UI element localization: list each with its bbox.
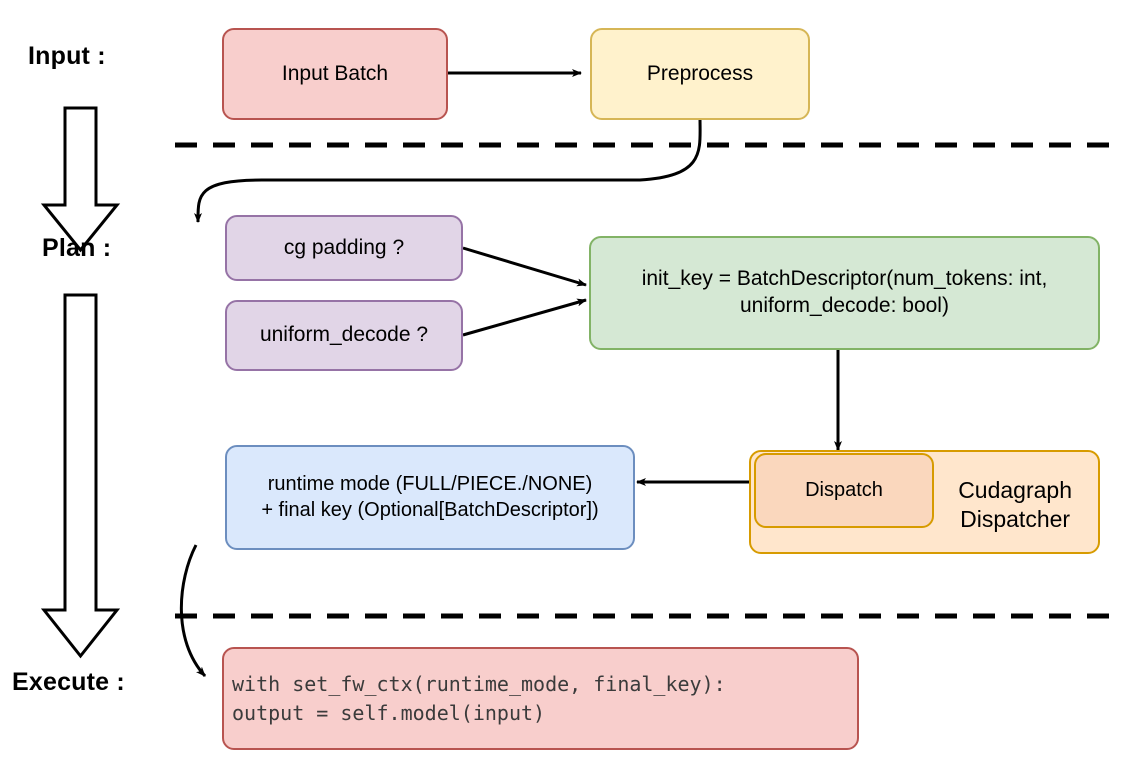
node-runtime-mode-label: runtime mode (FULL/PIECE./NONE) + final … xyxy=(261,472,599,521)
node-input-batch[interactable]: Input Batch xyxy=(222,28,448,120)
node-init-key-label: init_key = BatchDescriptor(num_tokens: i… xyxy=(641,267,1048,317)
stage-label-input: Input : xyxy=(28,42,106,70)
edge-uniform-decode-to-init-key xyxy=(462,298,587,337)
plan-to-execute-arrow xyxy=(40,293,121,659)
edge-cg-padding-to-init-key xyxy=(462,246,587,287)
edge-preprocess-to-cg-padding xyxy=(193,117,702,223)
node-uniform-decode[interactable]: uniform_decode ? xyxy=(225,300,463,371)
node-cudagraph-dispatcher-label: Cudagraph Dispatcher xyxy=(958,477,1072,533)
node-dispatch[interactable]: Dispatch xyxy=(754,453,934,528)
node-dispatch-label: Dispatch xyxy=(805,478,883,501)
stage-label-execute: Execute : xyxy=(12,668,125,696)
node-runtime-mode[interactable]: runtime mode (FULL/PIECE./NONE) + final … xyxy=(225,445,635,550)
node-uniform-decode-label: uniform_decode ? xyxy=(259,323,429,347)
edge-runtime-mode-to-execute-code xyxy=(179,544,207,678)
node-execute-code[interactable]: with set_fw_ctx(runtime_mode, final_key)… xyxy=(222,647,859,750)
input-to-plan-arrow xyxy=(40,106,121,253)
node-preprocess-label: Preprocess xyxy=(646,61,754,85)
stage-label-plan: Plan : xyxy=(42,234,112,262)
node-input-batch-label: Input Batch xyxy=(281,61,389,85)
node-preprocess[interactable]: Preprocess xyxy=(590,28,810,120)
node-cg-padding-label: cg padding ? xyxy=(283,235,405,259)
node-execute-code-label: with set_fw_ctx(runtime_mode, final_key)… xyxy=(232,671,726,725)
node-init-key[interactable]: init_key = BatchDescriptor(num_tokens: i… xyxy=(589,236,1100,350)
node-cg-padding[interactable]: cg padding ? xyxy=(225,215,463,281)
